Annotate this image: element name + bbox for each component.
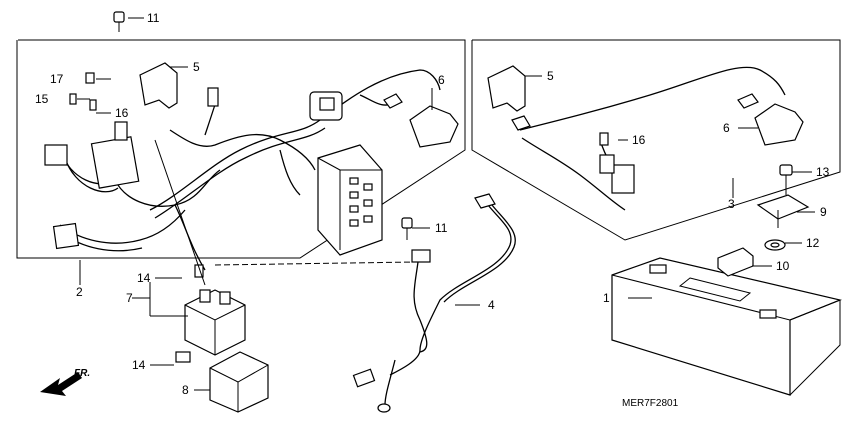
callout-3: 3 bbox=[728, 197, 735, 211]
bolt-11-top bbox=[113, 11, 125, 32]
callout-6-right: 6 bbox=[723, 121, 730, 135]
terminal-cover-5-right bbox=[487, 65, 526, 112]
sub-wire-harness bbox=[519, 66, 786, 211]
connector-small-top bbox=[207, 87, 219, 107]
connector-left-2 bbox=[52, 222, 80, 250]
callout-10: 10 bbox=[776, 259, 790, 273]
fr-arrow-icon bbox=[40, 372, 82, 396]
callout-8: 8 bbox=[182, 383, 189, 397]
terminal-cover-6-right bbox=[754, 103, 804, 146]
callout-14-lower: 14 bbox=[132, 358, 146, 372]
relay-cover-8 bbox=[209, 351, 269, 413]
fuse-block bbox=[90, 136, 140, 189]
battery bbox=[611, 257, 842, 396]
callout-4: 4 bbox=[488, 298, 495, 312]
leader-lines bbox=[77, 17, 815, 391]
terminal-cover-6-left bbox=[409, 105, 459, 148]
terminal-cover-5-left bbox=[139, 62, 178, 109]
callout-15: 15 bbox=[35, 92, 49, 106]
callout-7: 7 bbox=[126, 291, 133, 305]
callout-5-right: 5 bbox=[547, 69, 554, 83]
battery-bracket-9 bbox=[756, 194, 810, 220]
callout-16-right: 16 bbox=[632, 133, 646, 147]
callout-11-middle: 11 bbox=[435, 221, 448, 235]
callout-2: 2 bbox=[76, 285, 83, 299]
battery-cable bbox=[384, 204, 516, 406]
bolt-11-middle bbox=[401, 217, 413, 240]
callout-13: 13 bbox=[816, 165, 830, 179]
fuse-16-left bbox=[89, 99, 97, 111]
callout-14-upper: 14 bbox=[137, 271, 151, 285]
fuse-15 bbox=[69, 93, 77, 105]
callout-6-left: 6 bbox=[438, 73, 445, 87]
bolt-13 bbox=[779, 164, 793, 195]
starter-relay bbox=[184, 289, 246, 356]
callout-9: 9 bbox=[820, 205, 827, 219]
diagram-code: MER7F2801 bbox=[622, 398, 679, 409]
callout-17: 17 bbox=[50, 72, 64, 86]
fuse-14-lower bbox=[175, 351, 191, 363]
callout-5-left: 5 bbox=[193, 60, 200, 74]
relay-junction-box bbox=[317, 144, 383, 256]
fuse-14-upper bbox=[194, 264, 204, 278]
fuse-16-right bbox=[599, 132, 609, 146]
direction-label: FR. bbox=[74, 368, 90, 379]
callout-11-top: 11 bbox=[147, 11, 160, 25]
assembly-frame-right bbox=[471, 39, 841, 241]
battery-rubber-10 bbox=[717, 247, 754, 277]
fuse-17 bbox=[85, 72, 95, 84]
connector-right bbox=[611, 164, 635, 194]
callout-12: 12 bbox=[806, 236, 820, 250]
connector-left-1 bbox=[44, 144, 68, 166]
callout-16-left: 16 bbox=[115, 106, 129, 120]
callout-1: 1 bbox=[603, 291, 610, 305]
